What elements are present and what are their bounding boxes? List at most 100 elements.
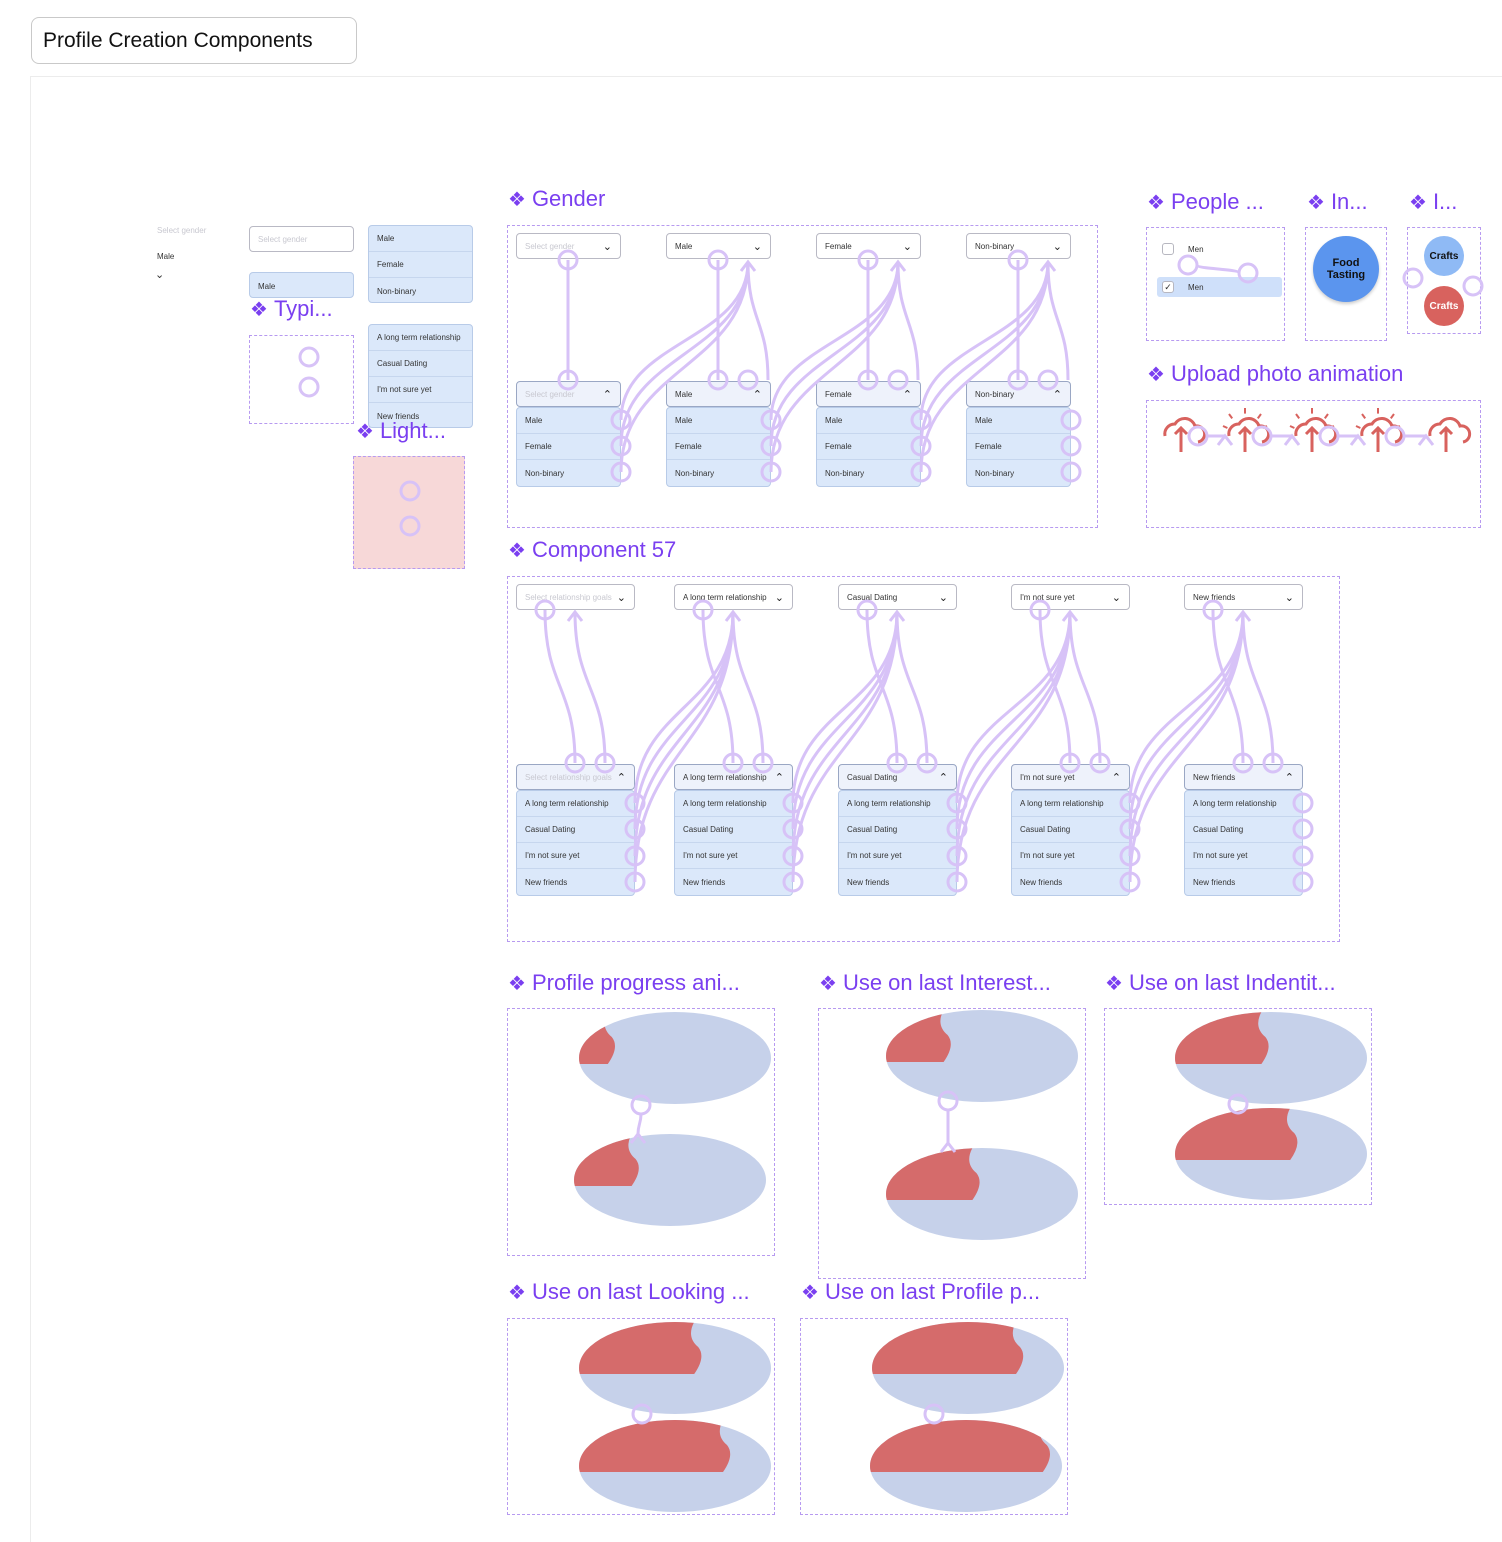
gender-dropdown-closed[interactable]: Select gender⌄ xyxy=(516,233,621,259)
goals-dropdown-closed[interactable]: A long term relationship⌄ xyxy=(674,584,793,610)
gender-option[interactable]: Female xyxy=(517,434,620,460)
goals-option[interactable]: A long term relationship xyxy=(839,791,956,817)
gender-dropdown-value: Female xyxy=(825,389,852,399)
goals-option[interactable]: I'm not sure yet xyxy=(1185,843,1302,869)
goals-option[interactable]: A long term relationship xyxy=(1185,791,1302,817)
chevron-down-icon: ⌄ xyxy=(1052,240,1062,253)
identity-component-label: ❖I... xyxy=(1409,189,1458,214)
goals-option[interactable]: New friends xyxy=(683,877,726,887)
goals-dropdown-open[interactable]: A long term relationship⌃ xyxy=(674,764,793,790)
goals-dropdown-closed[interactable]: Casual Dating⌄ xyxy=(838,584,957,610)
component-gem-icon: ❖ xyxy=(1409,191,1427,214)
goals-dropdown-value: New friends xyxy=(1193,592,1236,602)
goals-option[interactable]: I'm not sure yet xyxy=(517,843,634,869)
goals-dropdown-open[interactable]: Casual Dating⌃ xyxy=(838,764,957,790)
gender-option[interactable]: Male xyxy=(817,408,920,434)
list-option[interactable]: New friends xyxy=(377,411,420,421)
component57-frame xyxy=(507,576,1340,942)
goals-option[interactable]: Casual Dating xyxy=(517,817,634,843)
chevron-up-icon: ⌃ xyxy=(902,388,912,401)
gender-option[interactable]: Non-binary xyxy=(675,468,715,478)
goals-option[interactable]: New friends xyxy=(1193,877,1236,887)
interest-bubble[interactable]: Food Tasting xyxy=(1313,236,1379,302)
people-checkbox-unchecked[interactable]: Men xyxy=(1162,243,1204,255)
goals-option[interactable]: New friends xyxy=(847,877,890,887)
goals-dropdown-value: Casual Dating xyxy=(847,592,898,602)
gender-option[interactable]: Non-binary xyxy=(825,468,865,478)
component-gem-icon: ❖ xyxy=(1307,191,1325,214)
list-option[interactable]: Male xyxy=(369,226,472,252)
gender-dropdown-closed[interactable]: Non-binary⌄ xyxy=(966,233,1071,259)
identity-bubble-unselected[interactable]: Crafts xyxy=(1424,236,1464,276)
gender-option[interactable]: Female xyxy=(667,434,770,460)
goals-dropdown-closed[interactable]: New friends⌄ xyxy=(1184,584,1303,610)
goals-option[interactable]: New friends xyxy=(525,877,568,887)
goals-dropdown-open[interactable]: I'm not sure yet⌃ xyxy=(1011,764,1130,790)
gender-component-label: ❖Gender xyxy=(508,186,606,211)
goals-dropdown-open[interactable]: New friends⌃ xyxy=(1184,764,1303,790)
list-option[interactable]: Casual Dating xyxy=(369,351,472,377)
upload-component-label: ❖Upload photo animation xyxy=(1147,361,1404,386)
people-checkbox-checked[interactable]: ✓Men xyxy=(1157,277,1282,297)
goals-dropdown-value: Select relationship goals xyxy=(525,772,612,782)
goals-dropdown-open[interactable]: Select relationship goals⌃ xyxy=(516,764,635,790)
gender-dropdown-value: Male xyxy=(675,389,693,399)
goals-option[interactable]: Casual Dating xyxy=(839,817,956,843)
gender-option[interactable]: Male xyxy=(967,408,1070,434)
goals-option[interactable]: I'm not sure yet xyxy=(1012,843,1129,869)
goals-option[interactable]: Casual Dating xyxy=(675,817,792,843)
male-text: Male xyxy=(157,252,175,261)
gender-frame xyxy=(507,225,1098,528)
gender-option[interactable]: Female xyxy=(817,434,920,460)
goals-option[interactable]: I'm not sure yet xyxy=(839,843,956,869)
last-identity-label: ❖Use on last Indentit... xyxy=(1105,970,1336,995)
progress-component-label: ❖Profile progress ani... xyxy=(508,970,740,995)
goals-option[interactable]: New friends xyxy=(1020,877,1063,887)
check-icon: ✓ xyxy=(1162,281,1174,293)
page-title-button[interactable]: Profile Creation Components xyxy=(31,17,357,64)
gender-dropdown-open[interactable]: Select gender⌃ xyxy=(516,381,621,407)
list-option[interactable]: Non-binary xyxy=(377,286,417,296)
gender-option[interactable]: Non-binary xyxy=(525,468,565,478)
chevron-up-icon: ⌃ xyxy=(1284,771,1294,784)
chevron-down-icon: ⌄ xyxy=(752,240,762,253)
gender-dropdown-open[interactable]: Female ⌃ xyxy=(816,381,921,407)
list-option[interactable]: A long term relationship xyxy=(369,325,472,351)
list-option[interactable]: Female xyxy=(369,252,472,278)
gender-option[interactable]: Female xyxy=(967,434,1070,460)
gender-dropdown-open[interactable]: Male⌃ xyxy=(666,381,771,407)
gender-dropdown-closed[interactable]: Male⌄ xyxy=(666,233,771,259)
list-option[interactable]: I'm not sure yet xyxy=(369,377,472,403)
goals-option[interactable]: Casual Dating xyxy=(1012,817,1129,843)
goals-option[interactable]: I'm not sure yet xyxy=(675,843,792,869)
gender-dropdown-open[interactable]: Non-binary⌃ xyxy=(966,381,1071,407)
gender-placeholder-dropdown[interactable]: Select gender xyxy=(249,226,354,252)
gender-dropdown-closed[interactable]: Female⌄ xyxy=(816,233,921,259)
goals-option[interactable]: Casual Dating xyxy=(1185,817,1302,843)
goals-option[interactable]: A long term relationship xyxy=(1012,791,1129,817)
goals-dropdown-closed[interactable]: Select relationship goals⌄ xyxy=(516,584,635,610)
goals-dropdown-closed[interactable]: I'm not sure yet⌄ xyxy=(1011,584,1130,610)
goals-dropdown-value: A long term relationship xyxy=(683,772,767,782)
last-looking-frame xyxy=(507,1318,775,1515)
gender-option[interactable]: Non-binary xyxy=(975,468,1015,478)
last-profile-frame xyxy=(800,1318,1068,1515)
gender-option[interactable]: Male xyxy=(667,408,770,434)
gender-selected-box[interactable]: Male xyxy=(249,272,354,298)
gender-option[interactable]: Male xyxy=(517,408,620,434)
goals-option[interactable]: A long term relationship xyxy=(517,791,634,817)
chevron-down-icon: ⌄ xyxy=(902,240,912,253)
goals-option[interactable]: A long term relationship xyxy=(675,791,792,817)
identity-bubble-selected[interactable]: Crafts xyxy=(1424,286,1464,326)
